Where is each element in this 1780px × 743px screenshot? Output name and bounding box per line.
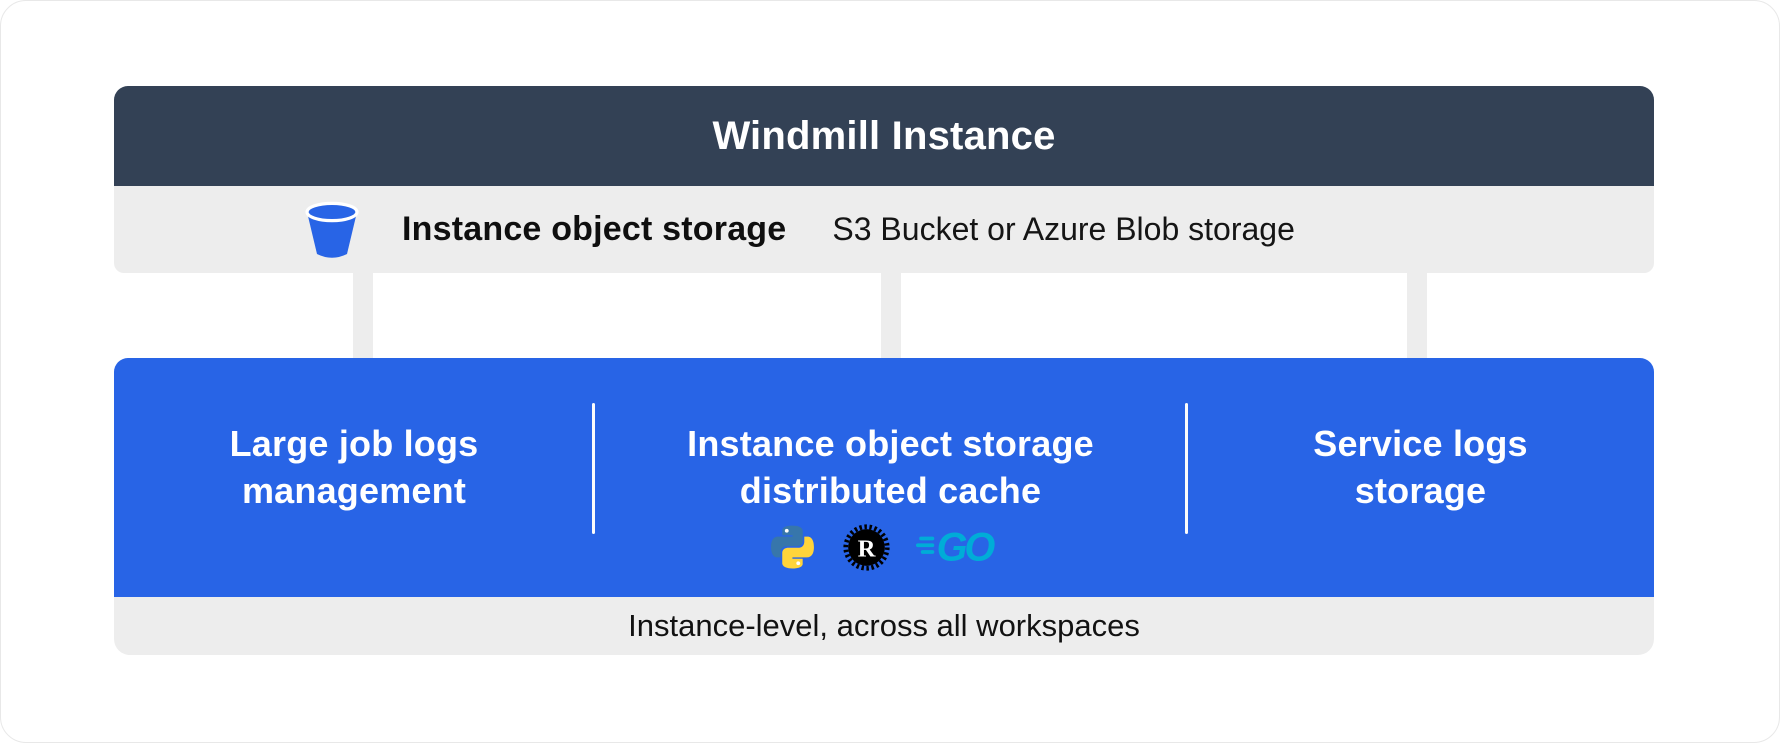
instance-header: Windmill Instance [114,86,1654,186]
feature-label: Large job logs [229,423,479,464]
feature-large-job-logs: Large job logs management [114,358,594,597]
column-divider [592,403,595,534]
go-letters: GO [937,526,996,570]
storage-features-panel: Large job logs management Instance objec… [114,358,1654,597]
storage-bar-detail: S3 Bucket or Azure Blob storage [832,211,1295,247]
rust-letter: R [858,535,877,562]
feature-distributed-cache: Instance object storage distributed cach… [594,358,1187,597]
rust-icon: R [843,523,890,571]
storage-bar-label: Instance object storage [402,210,787,248]
feature-label: storage [1354,470,1487,511]
column-divider [1185,403,1188,534]
feature-label: Service logs [1313,423,1528,464]
python-icon [771,525,814,569]
go-icon: GO [916,526,999,570]
instance-object-storage-bar: Instance object storage S3 Bucket or Azu… [114,186,1654,273]
feature-label: distributed cache [739,470,1042,511]
page-title: Windmill Instance [712,113,1056,158]
language-icons-row: R GO [768,518,1013,576]
feature-label: management [241,470,467,511]
scope-caption: Instance-level, across all workspaces [628,608,1140,643]
feature-label: Instance object storage [687,423,1094,464]
scope-footer: Instance-level, across all workspaces [114,597,1654,655]
feature-service-logs: Service logs storage [1187,358,1654,597]
bucket-icon [305,201,359,258]
